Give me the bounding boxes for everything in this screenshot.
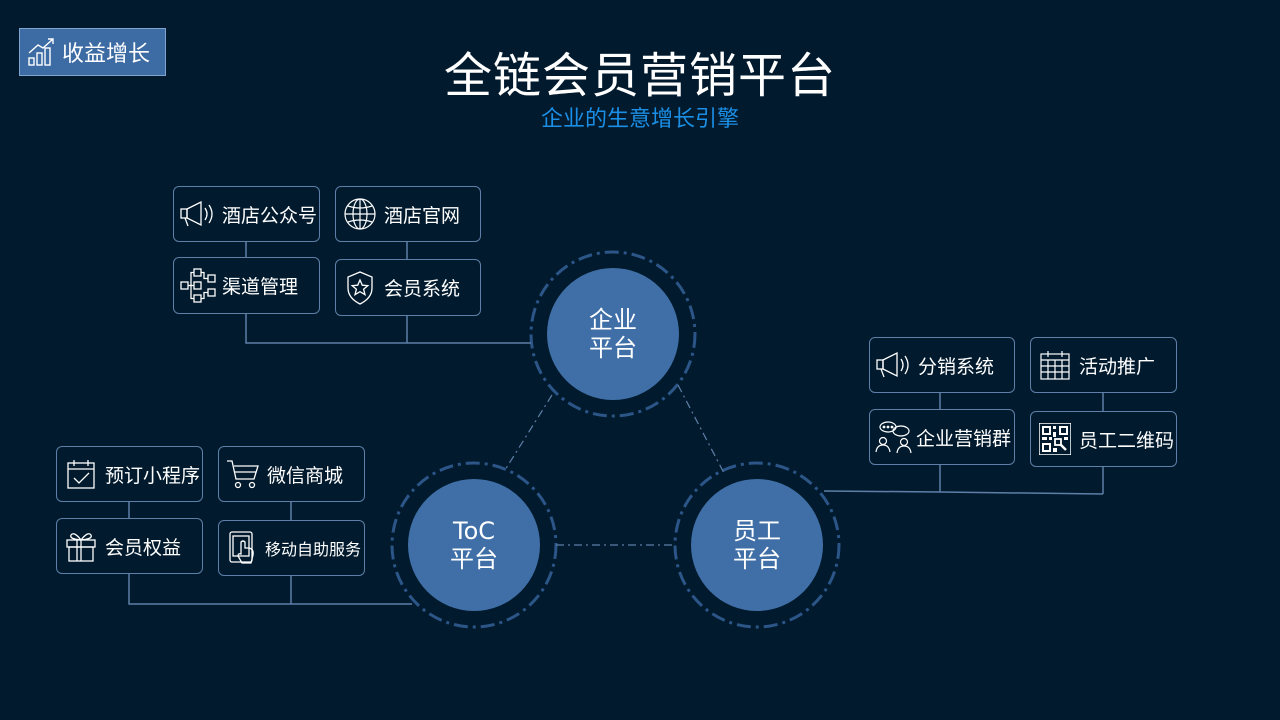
- megaphone-icon: [874, 347, 914, 383]
- feature-label: 企业营销群: [916, 427, 1012, 450]
- link-enterprise-staff: [677, 384, 726, 476]
- feature-distribution-system[interactable]: 分销系统: [869, 337, 1015, 393]
- node-label-line2: 平台: [733, 545, 781, 573]
- feature-label: 酒店官网: [384, 204, 461, 227]
- enterprise-bracket: [245, 242, 531, 344]
- enterprise-platform-node[interactable]: 企业 平台: [547, 268, 679, 400]
- link-enterprise-toc: [504, 394, 553, 471]
- revenue-growth-badge: 收益增长: [19, 28, 166, 76]
- node-label-line1: 员工: [733, 517, 781, 545]
- shopping-cart-icon: [223, 456, 263, 492]
- growth-chart-icon: [28, 38, 54, 66]
- page-subtitle: 企业的生意增长引擎: [540, 107, 739, 132]
- megaphone-icon: [178, 196, 218, 232]
- calendar-check-icon: [61, 456, 101, 492]
- hierarchy-icon: [178, 267, 218, 304]
- node-label-line2: 平台: [450, 545, 498, 573]
- feature-enterprise-marketing-group[interactable]: 企业营销群: [869, 409, 1015, 465]
- node-label-line1: ToC: [452, 517, 496, 545]
- toc-bracket: [128, 502, 412, 605]
- feature-hotel-official-account[interactable]: 酒店公众号: [173, 186, 320, 242]
- feature-event-promotion[interactable]: 活动推广: [1030, 337, 1177, 393]
- shield-star-icon: [340, 270, 380, 306]
- feature-label: 分销系统: [918, 355, 995, 378]
- toc-platform-node[interactable]: ToC 平台: [408, 479, 540, 611]
- feature-member-benefits[interactable]: 会员权益: [56, 518, 203, 574]
- feature-label: 会员权益: [105, 536, 182, 559]
- tablet-touch-icon: [223, 530, 263, 566]
- feature-label: 预订小程序: [105, 464, 201, 487]
- globe-icon: [340, 196, 380, 232]
- page-title: 全链会员营销平台: [443, 48, 836, 104]
- staff-ring: [673, 461, 841, 629]
- staff-bracket: [823, 393, 1104, 495]
- feature-label: 渠道管理: [222, 276, 299, 298]
- node-label-line1: 企业: [589, 306, 637, 334]
- feature-hotel-website[interactable]: 酒店官网: [335, 186, 481, 242]
- group-chat-icon: [874, 419, 914, 455]
- feature-member-system[interactable]: 会员系统: [335, 259, 481, 316]
- feature-staff-qr-code[interactable]: 员工二维码: [1030, 411, 1177, 467]
- feature-label: 会员系统: [384, 278, 461, 300]
- node-label-line2: 平台: [589, 334, 637, 362]
- gift-icon: [61, 528, 101, 564]
- badge-label: 收益增长: [62, 42, 151, 67]
- qr-code-icon: [1035, 421, 1075, 457]
- feature-label: 活动推广: [1079, 355, 1156, 378]
- enterprise-ring: [529, 250, 697, 418]
- feature-label: 员工二维码: [1079, 429, 1175, 452]
- feature-mobile-self-service[interactable]: 移动自助服务: [218, 520, 365, 576]
- staff-platform-node[interactable]: 员工 平台: [691, 479, 823, 611]
- feature-label: 微信商城: [267, 464, 344, 487]
- calendar-grid-icon: [1035, 347, 1075, 383]
- feature-label: 移动自助服务: [265, 540, 362, 559]
- feature-channel-management[interactable]: 渠道管理: [173, 257, 320, 314]
- feature-wechat-mall[interactable]: 微信商城: [218, 446, 365, 502]
- feature-label: 酒店公众号: [222, 204, 318, 227]
- feature-booking-mini-program[interactable]: 预订小程序: [56, 446, 203, 502]
